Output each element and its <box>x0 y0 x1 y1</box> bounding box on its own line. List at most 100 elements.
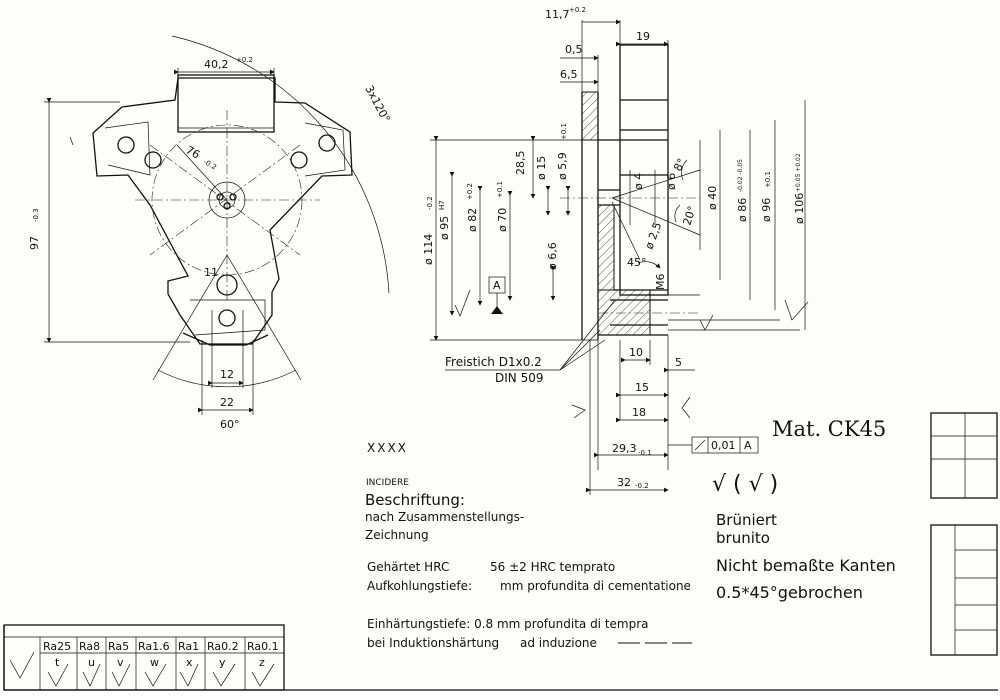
roughness-check-icon <box>9 651 35 679</box>
dim-5: 5 <box>675 356 682 369</box>
ra-header-1: Ra8 <box>79 640 100 653</box>
roughness-table: Ra25 Ra8 Ra5 Ra1.6 Ra1 Ra0.2 Ra0.1 t u v… <box>3 624 285 691</box>
dia-70: ø 70 <box>496 208 509 232</box>
dia-95: ø 95 <box>438 216 451 240</box>
ra-header-2: Ra5 <box>108 640 129 653</box>
dim-19: 19 <box>636 30 650 43</box>
note-induktion: bei Induktionshärtung <box>367 636 499 650</box>
note-xxxx: XXXX <box>367 441 408 455</box>
bottom-jaw <box>182 332 269 346</box>
note-gehartet: Gehärtet HRC <box>367 560 449 574</box>
ra-header-5: Ra0.2 <box>207 640 239 653</box>
dim-angle-slots: 3x120° <box>362 83 392 124</box>
dia-82-tol: +0.2 <box>466 183 474 200</box>
note-induzione: ad induzione <box>520 636 597 650</box>
dim-radius-tol: -0.2 <box>202 158 218 172</box>
dim-width: 40,2 <box>204 58 229 71</box>
dia-114-tol: -0.2 <box>426 196 434 210</box>
angle-45: 45° <box>627 256 647 269</box>
tol-datum: A <box>744 439 752 452</box>
dim-22: 22 <box>220 396 234 409</box>
dia-70-tol: +0.1 <box>496 181 504 198</box>
runout-icon <box>694 439 706 451</box>
ra-header-4: Ra1 <box>178 640 199 653</box>
dim-radius: 76 <box>184 143 203 161</box>
note-hrc-value: 56 ±2 HRC temprato <box>490 560 615 574</box>
dia-40: ø 40 <box>706 186 719 210</box>
dim-29-3: 29,3 <box>612 442 637 455</box>
datum-a: A <box>493 279 501 292</box>
material-label: Mat. CK45 <box>772 417 886 441</box>
ra-symbol-1: u <box>88 656 95 669</box>
ra-symbol-3: w <box>150 656 159 669</box>
arc-3x120 <box>171 35 390 294</box>
dim-28-5: 28,5 <box>514 151 527 176</box>
dia-2-5: ø 2,5 <box>643 221 665 252</box>
note-nach: nach Zusammenstellungs- <box>365 510 524 524</box>
notes-block: XXXX INCIDERE Beschriftung: nach Zusamme… <box>365 441 692 650</box>
dia-114: ø 114 <box>422 234 435 265</box>
dia-6-6: ø 6,6 <box>546 242 559 270</box>
section-hatch-base <box>597 289 651 336</box>
note-brunito: brunito <box>716 529 770 547</box>
undercut-label-1: Freistich D1x0.2 <box>445 355 542 369</box>
dim-32: 32 <box>617 476 631 489</box>
note-kanten-1: Nicht bemaßte Kanten <box>716 556 896 575</box>
dia-86: ø 86 <box>736 198 749 222</box>
note-bruniert: Brüniert <box>716 511 777 529</box>
surface-symbols: √ ( √ ) <box>712 472 778 497</box>
angle-8: 8° <box>671 156 688 173</box>
dia-82: ø 82 <box>466 208 479 232</box>
dia-6: ø 6 <box>665 173 678 190</box>
title-block-fragment <box>930 412 998 656</box>
ra-symbol-2: v <box>117 656 124 669</box>
dia-5-9-tol: +0.1 <box>560 123 568 140</box>
undercut-label-2: DIN 509 <box>495 371 543 385</box>
dia-5-9: ø 5,9 <box>556 152 569 180</box>
section-dim-lines <box>430 19 809 495</box>
ra-symbol-6: z <box>259 656 265 669</box>
dim-6-5: 6,5 <box>560 68 578 81</box>
dia-15: ø 15 <box>535 156 548 180</box>
runout-tolerance-frame: 0,01 A <box>668 436 759 454</box>
bore-left <box>117 136 135 154</box>
dia-95-tol: H7 <box>438 200 446 210</box>
dim-11-7-tol: +0.2 <box>569 6 586 14</box>
dia-86-tol: -0.02 -0.05 <box>737 159 744 192</box>
dia-106: ø 106 <box>793 193 806 224</box>
bore-bottom <box>216 274 238 296</box>
dia-106-tol: +0.05 +0.02 <box>795 153 802 192</box>
note-incidere: INCIDERE <box>366 478 409 488</box>
note-aufkohlung: Aufkohlungstiefe: <box>367 579 472 593</box>
dim-11-7: 11,7 <box>545 8 570 21</box>
bore-right <box>290 151 308 169</box>
ra-symbol-4: x <box>186 656 193 669</box>
angle-20: 20° <box>680 204 698 227</box>
note-beschriftung: Beschriftung: <box>365 491 465 509</box>
dim-0-5: 0,5 <box>565 43 583 56</box>
section-hatch-hub <box>597 204 615 291</box>
front-view <box>44 35 390 415</box>
ra-header-0: Ra25 <box>43 640 71 653</box>
dim-29-3-tol: -0.1 <box>638 449 652 457</box>
dim-10: 10 <box>629 346 643 359</box>
dim-11: 11 <box>204 266 218 279</box>
section-view <box>560 44 701 340</box>
section-hatch-top <box>581 91 599 141</box>
ra-header-3: Ra1.6 <box>138 640 170 653</box>
section-dims: 11,7 +0.2 19 0,5 6,5 28,5 ø 15 ø 5,9 +0.… <box>422 6 806 490</box>
ra-symbol-0: t <box>55 656 60 669</box>
top-jaw <box>177 74 275 133</box>
front-view-dims: 40,2 +0.2 3x120° 76 -0.2 97 -0.3 11 12 2… <box>28 56 393 431</box>
thread-m6: M6 <box>654 274 667 291</box>
dim-height-tol: -0.3 <box>32 208 40 222</box>
dia-4: ø 4 <box>632 173 645 190</box>
ra-symbol-5: y <box>219 656 226 669</box>
part-outline <box>92 77 353 345</box>
note-aufkohlung-it: mm profundita di cementatione <box>500 579 691 593</box>
dim-15: 15 <box>635 381 649 394</box>
note-einhartung: Einhärtungstiefe: 0.8 mm profundita di t… <box>367 617 649 631</box>
tol-value: 0,01 <box>711 439 736 452</box>
